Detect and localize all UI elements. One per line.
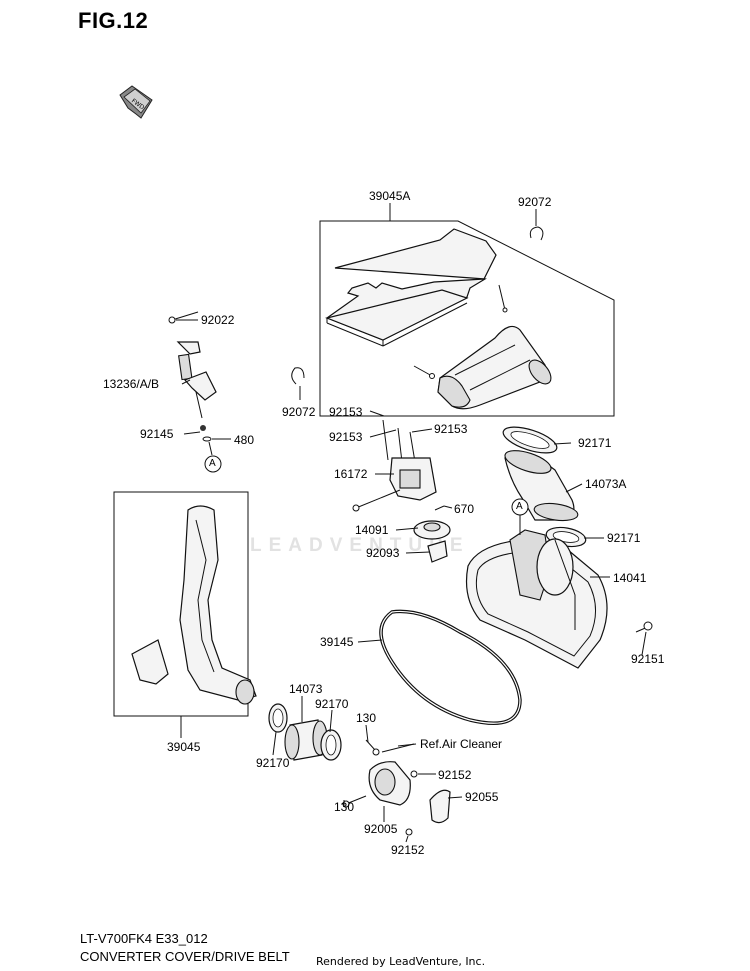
group-box-39045A bbox=[319, 220, 615, 417]
clip-92072-left bbox=[291, 367, 305, 385]
gasket-92055 bbox=[429, 789, 451, 824]
fwd-arrow-icon: FWD bbox=[119, 85, 153, 119]
label-670: 670 bbox=[454, 502, 475, 516]
footer-title-line: CONVERTER COVER/DRIVE BELT bbox=[80, 949, 290, 964]
lever-assembly-13236 bbox=[168, 311, 217, 442]
label-14041: 14041 bbox=[613, 571, 647, 585]
label-ref-air-cleaner: Ref.Air Cleaner bbox=[420, 737, 503, 751]
label-92072-left: 92072 bbox=[282, 405, 316, 419]
footer-model-line: LT-V700FK4 E33_012 bbox=[80, 931, 208, 946]
cap-14091 bbox=[413, 505, 451, 540]
label-39145: 39145 bbox=[320, 635, 354, 649]
plate-39045A bbox=[325, 228, 497, 347]
drive-belt-39145 bbox=[379, 609, 522, 725]
label-13236: 13236/A/B bbox=[103, 377, 160, 391]
label-92170-bottom: 92170 bbox=[256, 756, 290, 770]
label-92145: 92145 bbox=[140, 427, 174, 441]
ref-a-left-leader bbox=[208, 441, 213, 456]
actuator-16172 bbox=[352, 419, 437, 512]
label-16172: 16172 bbox=[334, 467, 368, 481]
label-92022: 92022 bbox=[201, 313, 235, 327]
label-92152-bottom: 92152 bbox=[391, 843, 425, 857]
ref-a-right: A bbox=[516, 501, 523, 512]
label-92005: 92005 bbox=[364, 822, 398, 836]
label-92153-a: 92153 bbox=[329, 405, 363, 419]
cover-14041 bbox=[465, 529, 608, 669]
clamp-92171-top bbox=[502, 426, 558, 454]
clip-92072-top bbox=[529, 226, 544, 241]
cover-92005 bbox=[342, 761, 411, 808]
footer-credit: Rendered by LeadVenture, Inc. bbox=[316, 955, 486, 968]
label-39045: 39045 bbox=[167, 740, 201, 754]
label-92171-mid: 92171 bbox=[607, 531, 641, 545]
intake-duct-39045A bbox=[437, 325, 552, 410]
label-480: 480 bbox=[234, 433, 255, 447]
ref-a-circle-left bbox=[204, 455, 222, 473]
boot-14073 bbox=[284, 719, 328, 761]
label-39045A: 39045A bbox=[369, 189, 411, 203]
label-14073A: 14073A bbox=[585, 477, 627, 491]
label-92153-b: 92153 bbox=[329, 430, 363, 444]
label-92170-top: 92170 bbox=[315, 697, 349, 711]
bolt-130-top bbox=[365, 739, 415, 756]
label-92093: 92093 bbox=[366, 546, 400, 560]
label-92153-c: 92153 bbox=[434, 422, 468, 436]
watermark: LEADVENTURE bbox=[250, 535, 470, 556]
bolt-92151 bbox=[635, 621, 653, 633]
label-14091: 14091 bbox=[355, 523, 389, 537]
label-92151: 92151 bbox=[631, 652, 665, 666]
label-130-top: 130 bbox=[356, 711, 377, 725]
label-92055: 92055 bbox=[465, 790, 499, 804]
gasket-92093 bbox=[427, 540, 448, 563]
label-14073: 14073 bbox=[289, 682, 323, 696]
washer-92152-bottom bbox=[405, 828, 413, 836]
leader-lines bbox=[176, 203, 647, 843]
label-92152-top: 92152 bbox=[438, 768, 472, 782]
screw-group-top bbox=[413, 284, 508, 379]
label-92171-top: 92171 bbox=[578, 436, 612, 450]
label-92072-top: 92072 bbox=[518, 195, 552, 209]
ref-a-circle-right bbox=[511, 498, 529, 516]
figure-title: FIG.12 bbox=[78, 8, 149, 33]
ref-a-left: A bbox=[209, 458, 216, 469]
boot-14073A bbox=[504, 450, 579, 522]
washer-92152-top bbox=[410, 770, 418, 778]
duct-39045 bbox=[131, 505, 257, 705]
label-130-bottom: 130 bbox=[334, 800, 355, 814]
